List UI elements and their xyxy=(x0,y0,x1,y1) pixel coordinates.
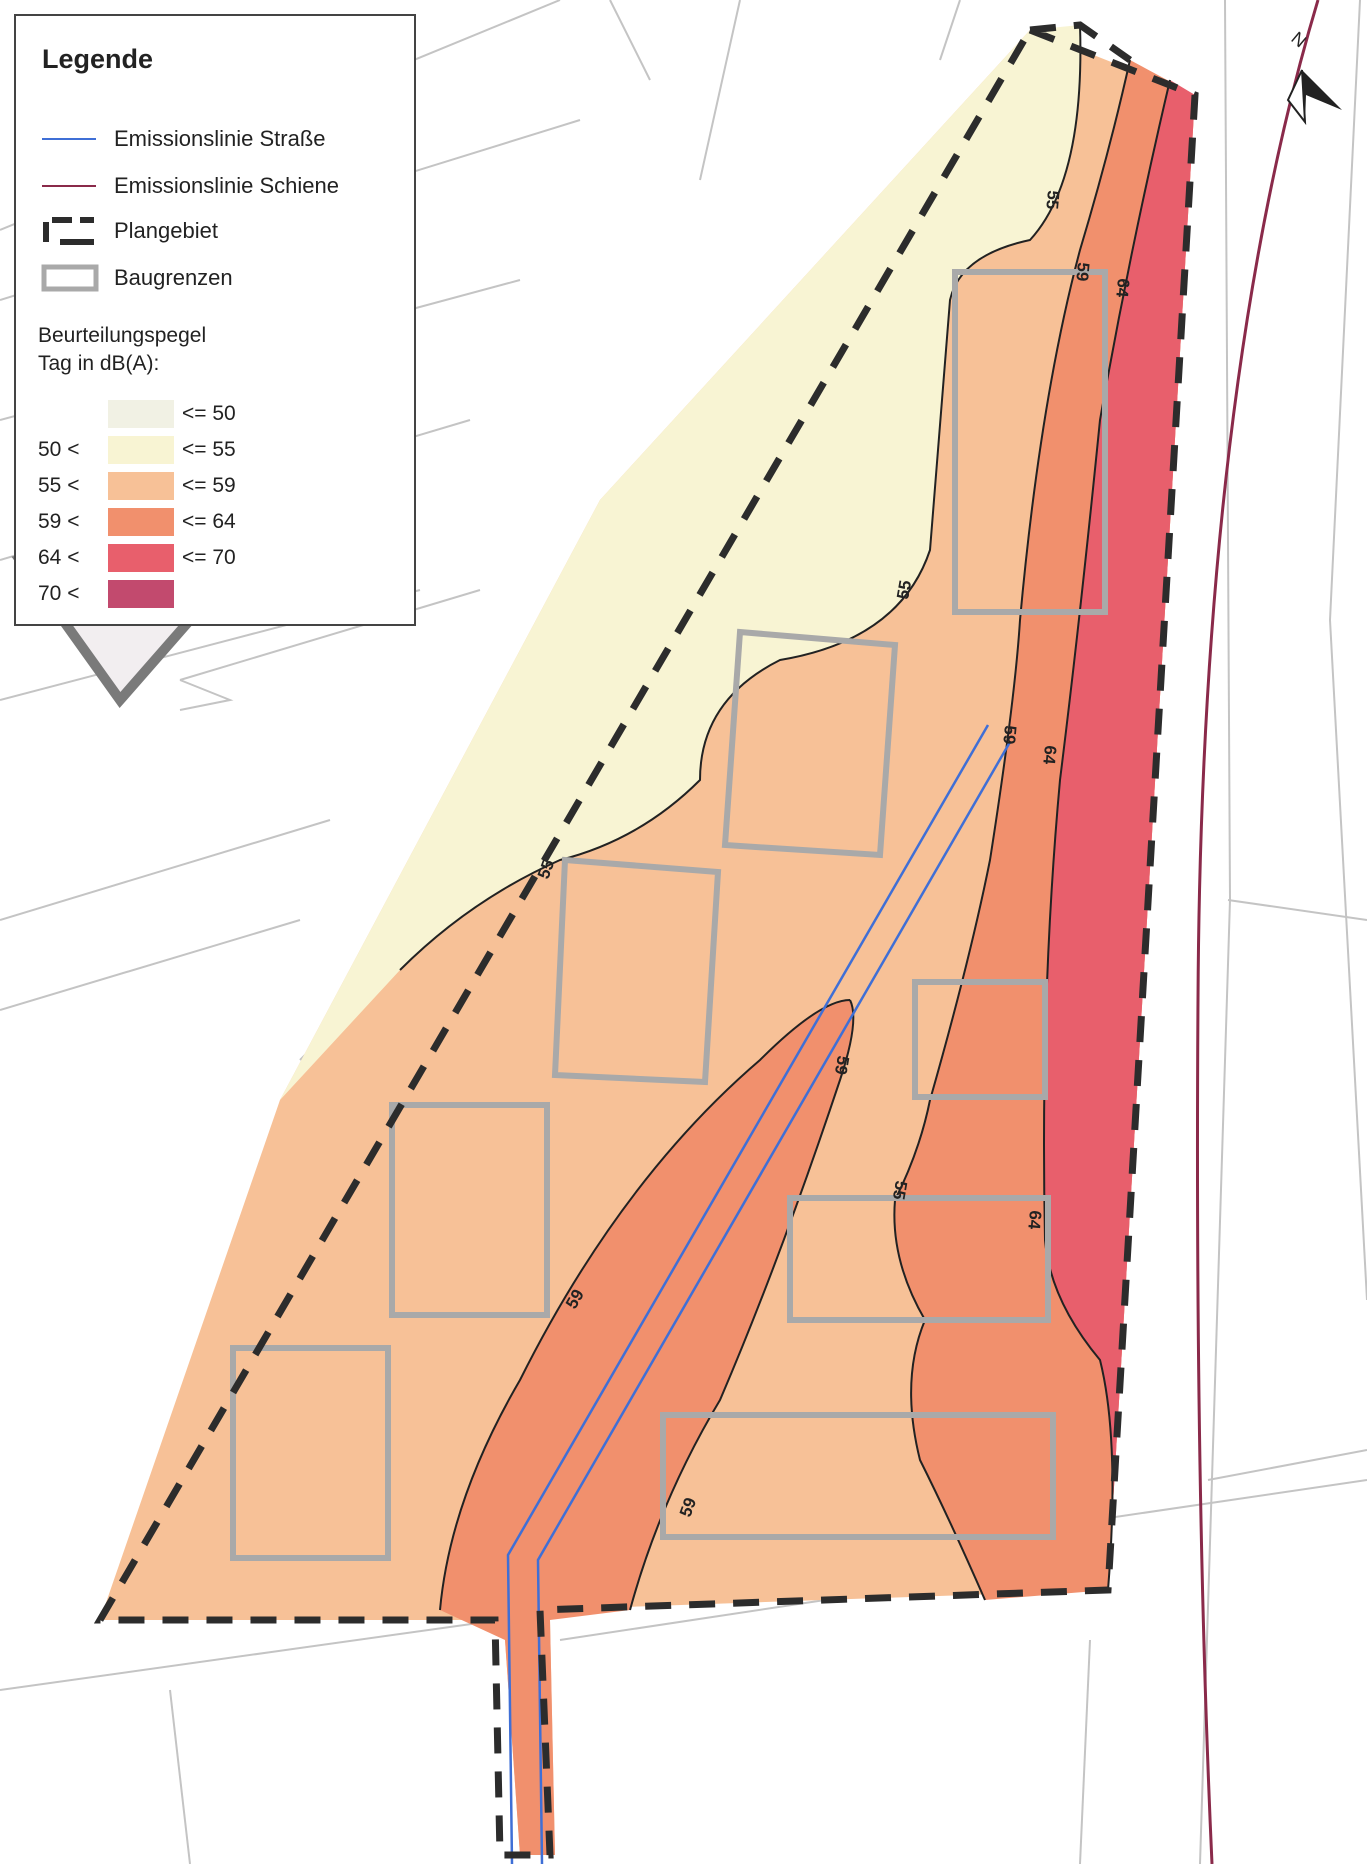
legend-item-plan-area: Plangebiet xyxy=(16,216,414,248)
contour-label: 55 xyxy=(889,1179,911,1201)
legend-item-road: Emissionslinie Straße xyxy=(16,124,414,156)
color-swatch xyxy=(108,400,174,428)
color-swatch xyxy=(108,436,174,464)
zone-59-64-road xyxy=(440,1000,854,1855)
contour-label: 59 xyxy=(831,1054,853,1076)
road-emission-line xyxy=(506,724,1012,1864)
contour-label: 59 xyxy=(1072,262,1093,283)
legend-class: 64 < <= 70 xyxy=(16,542,414,574)
legend-class: 55 < <= 59 xyxy=(16,470,414,502)
legend-class: <= 50 xyxy=(16,398,414,430)
rail-line-icon xyxy=(42,185,96,187)
legend-title: Legende xyxy=(42,44,154,74)
color-swatch xyxy=(108,472,174,500)
contour-label: 64 xyxy=(1112,278,1133,299)
color-swatch xyxy=(108,544,174,572)
rail-emission-line xyxy=(1196,0,1320,1864)
zone-64-70 xyxy=(1044,80,1195,1590)
road-line-icon xyxy=(42,138,96,140)
legend-class: 70 < xyxy=(16,578,414,610)
legend-item-building-limits: Baugrenzen xyxy=(16,263,414,295)
color-swatch xyxy=(108,580,174,608)
contour-label: 55 xyxy=(1042,190,1063,211)
legend-class: 50 < <= 55 xyxy=(16,434,414,466)
color-swatch xyxy=(108,508,174,536)
contour-label: 64 xyxy=(1024,1210,1045,1231)
contour-label: 59 xyxy=(999,725,1020,746)
legend-class: 59 < <= 64 xyxy=(16,506,414,538)
contour-label: 55 xyxy=(893,579,915,601)
north-letter: N xyxy=(1287,28,1310,52)
building-limit-icon xyxy=(41,264,99,292)
building-limits xyxy=(230,269,1108,1561)
contour-label: 64 xyxy=(1039,745,1060,766)
legend-item-rail: Emissionslinie Schiene xyxy=(16,171,414,203)
plan-area-boundary xyxy=(93,21,1199,1859)
legend-box: Legende Emissionslinie Straße Emissionsl… xyxy=(14,14,416,626)
noise-zones xyxy=(100,25,1195,1855)
level-title: Beurteilungspegel Tag in dB(A): xyxy=(38,324,207,375)
plan-area-icon xyxy=(43,217,94,245)
zone-50-55 xyxy=(280,25,1081,1100)
